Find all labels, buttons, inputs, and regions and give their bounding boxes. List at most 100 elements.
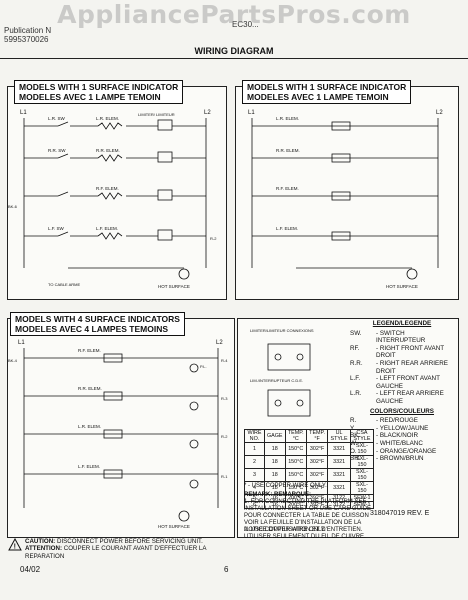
panel-bottom-left	[7, 318, 235, 538]
label-bk6: BK-6	[8, 204, 18, 209]
label-pl: P.L.	[200, 364, 207, 369]
model-header: EC30...	[232, 20, 259, 29]
label-rr-elem: R.R. ELEM.	[276, 148, 300, 153]
table-cell: 302°F	[305, 468, 329, 482]
label-to-cable: TO CABLE ARME	[48, 282, 80, 287]
label-r1: R-1	[221, 474, 228, 479]
label-lf-elem: L.F. ELEM.	[276, 226, 298, 231]
panel-title-fr: MODELES AVEC 1 LAMPE TEMOIN	[19, 92, 161, 102]
label-l1: L1	[18, 340, 25, 346]
color-item: Y.- YELLOW/JAUNE	[350, 424, 429, 432]
panel-title-top-left: MODELS WITH 1 SURFACE INDICATOR MODELES …	[14, 80, 184, 104]
remark-line: VOIR LA FEUILLE D'INSTALLATION DE LA	[244, 520, 362, 526]
schematic-bottom-left: L1 L2 R.F. ELEM. R.R. ELEM. L.R. ELEM. L…	[8, 340, 228, 529]
remark-line: 1. FOR CONNECTING THE PLATFORM SEE	[244, 499, 367, 505]
footer-page-number: 6	[224, 565, 229, 574]
publication-label: Publication N	[4, 26, 52, 35]
remark-line: UTILISER SEULEMENT DU FIL DE CUIVRE.	[244, 534, 366, 540]
label-limiter-1: LIMITER/ LIMITEUR	[138, 112, 175, 117]
panel-top-left	[7, 86, 227, 300]
label-rf-elem: R.F. ELEM.	[276, 186, 299, 191]
legend-title: LEGEND/LEGENDE	[372, 320, 432, 327]
label-rf-elem: R.F. ELEM.	[96, 186, 119, 191]
label-rr-sw: R.R. SW	[48, 148, 66, 153]
remark-block: REMARK: REMARQUE: 1. FOR CONNECTING THE …	[244, 492, 454, 534]
label-limiter-wiring: LIMITER/LIMITEUR CONNEXIONS	[250, 328, 314, 333]
label-l2: L2	[204, 110, 211, 116]
svg-text:!: !	[14, 544, 16, 551]
label-rf-elem: R.F. ELEM.	[78, 348, 101, 353]
panel-title-en: MODELS WITH 4 SURFACE INDICATORS	[15, 314, 180, 324]
label-lr-elem: L.R. ELEM.	[276, 116, 299, 121]
label-l1: L1	[20, 110, 27, 116]
table-cell: 3321	[327, 468, 351, 482]
table-cell: 1	[244, 442, 265, 456]
table-cell: SEW-1	[349, 501, 375, 509]
table-cell: SXL-150	[349, 442, 375, 456]
label-hot-surface: HOT SURFACE	[158, 284, 190, 289]
remark-line: NOTICE D'UTILISATION ET D'ENTRETIEN.	[244, 527, 363, 533]
panel-title-en: MODELS WITH 1 SURFACE INDICATOR	[19, 82, 179, 92]
caution-text-fr: COUPER LE COURANT AVANT D'EFFECTUER LA R…	[25, 545, 207, 560]
table-cell: 2	[244, 455, 265, 469]
page-title: WIRING DIAGRAM	[194, 46, 274, 56]
footer-date: 04/02	[20, 565, 41, 574]
color-item: R.- RED/ROUGE	[350, 417, 418, 425]
table-cell: 18	[263, 455, 286, 469]
schematic-top-left: L1 L2 L.R. SW L.R. ELEM. LIMITER/ LIMITE…	[8, 110, 217, 289]
table-header: TEMP. °F	[305, 429, 329, 443]
table-cell: 392°F	[305, 501, 329, 509]
table-header: WIRE NO.	[244, 429, 265, 443]
label-hot-surface: HOT SURFACE	[158, 524, 190, 529]
caution-block: ! CAUTION: DISCONNECT POWER BEFORE SERVI…	[8, 538, 234, 560]
remark-title-fr: REMARQUE:	[274, 492, 312, 498]
remark-extra: 2. USE COPPER WIRE ONLY. UTILISER SEULEM…	[244, 527, 366, 541]
panel-title-en: MODELS WITH 1 SURFACE INDICATOR	[247, 82, 407, 92]
colors-title: COLORS/COULEURS	[369, 407, 435, 415]
caution-text: CAUTION: DISCONNECT POWER BEFORE SERVICI…	[25, 538, 234, 560]
label-l1: L1	[248, 110, 255, 116]
legend-item: R.R.- RIGHT REAR ARRIERE DROIT	[350, 359, 448, 375]
warning-icon: !	[8, 538, 22, 551]
label-lf-elem: L.F. ELEM.	[78, 464, 100, 469]
caution-lead: CAUTION:	[25, 538, 56, 545]
watermark: AppliancePartsPros.com	[57, 0, 411, 29]
caution-line-en: CAUTION: DISCONNECT POWER BEFORE SERVICI…	[25, 538, 234, 545]
label-lf-sw: L.F. SW	[48, 226, 65, 231]
label-r2: R-2	[221, 434, 228, 439]
table-cell: 302°F	[305, 442, 329, 456]
label-lf-elem: L.F. ELEM.	[96, 226, 118, 231]
table-cell: 3321	[327, 442, 351, 456]
table-header: GAGE	[263, 429, 286, 443]
label-bk4: BK-4	[8, 358, 18, 363]
legend-item: SW.- SWITCH INTERRUPTEUR	[350, 329, 426, 345]
table-cell: 302°F	[305, 455, 329, 469]
panel-title-top-right: MODELS WITH 1 SURFACE INDICATOR MODELES …	[242, 80, 412, 104]
table-cell: 3321	[327, 455, 351, 469]
remark-title: REMARK:	[244, 492, 273, 498]
limiter-inset: LIMITER/LIMITEUR CONNEXIONS LIM./INTERRU…	[250, 328, 314, 417]
label-r4: R-4	[221, 358, 228, 363]
table-cell: SXL-150	[349, 468, 375, 482]
label-l2: L2	[216, 340, 223, 346]
panel-title-bottom-left: MODELS WITH 4 SURFACE INDICATORS MODELES…	[10, 312, 185, 336]
caution-lead-fr: ATTENTION:	[25, 545, 63, 553]
label-lr-elem: L.R. ELEM.	[96, 116, 119, 121]
caution-line-fr: ATTENTION: COUPER LE COURANT AVANT D'EFF…	[25, 545, 234, 560]
panel-title-fr: MODELES AVEC 4 LAMPES TEMOINS	[15, 324, 169, 334]
part-number: 318047019 REV. E	[370, 510, 430, 517]
table-header: TEMP. °C	[284, 429, 307, 443]
label-lr-elem: L.R. ELEM.	[78, 424, 101, 429]
label-rr-elem: R.R. ELEM.	[78, 386, 102, 391]
legend-item: RF.- RIGHT FRONT AVANT DROIT	[350, 344, 444, 360]
publication-number: 5995370026	[4, 35, 49, 44]
remark-line: 2. USE COPPER WIRE ONLY.	[244, 527, 326, 533]
table-cell: 200°C	[284, 501, 307, 509]
table-cell: 18	[263, 442, 286, 456]
schematic-top-right: L1 L2 L.R. ELEM. R.R. ELEM. R.F. ELEM. L…	[248, 110, 443, 289]
table-cell: 18	[263, 468, 286, 482]
